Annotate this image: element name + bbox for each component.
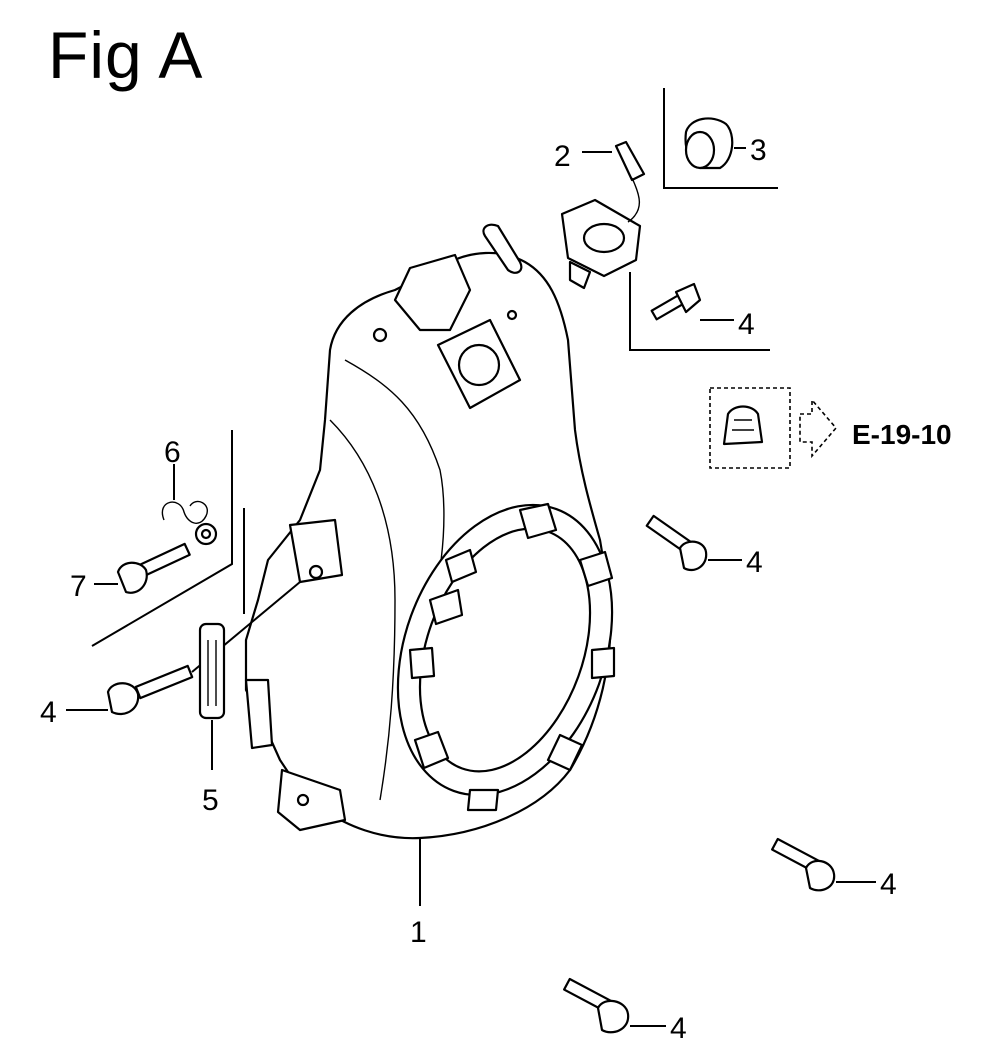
reference-arrow-icon — [799, 397, 838, 459]
clamp-part[interactable] — [161, 500, 218, 546]
bolt-part-lower-right[interactable] — [771, 837, 836, 892]
cap-part[interactable] — [684, 117, 734, 170]
bolt-part-top[interactable] — [650, 282, 702, 321]
figure-title: Fig A — [48, 18, 204, 92]
reference-box[interactable] — [709, 387, 838, 469]
screw-part-7[interactable] — [116, 542, 191, 594]
callout-5: 5 — [202, 784, 219, 817]
callout-7: 7 — [70, 570, 87, 603]
switch-part[interactable] — [560, 140, 646, 290]
bolt-part-right[interactable] — [645, 514, 708, 572]
callout-6: 6 — [164, 436, 181, 469]
reference-label: E-19-10 — [852, 419, 952, 450]
callout-4-lower-right: 4 — [880, 868, 897, 901]
callout-4-top: 4 — [738, 308, 755, 341]
callout-4-right: 4 — [746, 546, 763, 579]
callout-4-left: 4 — [40, 696, 57, 729]
callout-2: 2 — [554, 140, 571, 173]
fan-cover-part[interactable] — [244, 223, 650, 840]
bolt-part-bottom[interactable] — [563, 977, 630, 1034]
callout-3: 3 — [750, 134, 767, 167]
callout-4-bottom: 4 — [670, 1012, 687, 1045]
clip-part[interactable] — [198, 622, 226, 720]
bolt-part-left[interactable] — [106, 664, 194, 716]
callout-1: 1 — [410, 916, 427, 949]
bracket-lines-top — [629, 88, 778, 351]
bracket-lines-left — [91, 430, 245, 647]
